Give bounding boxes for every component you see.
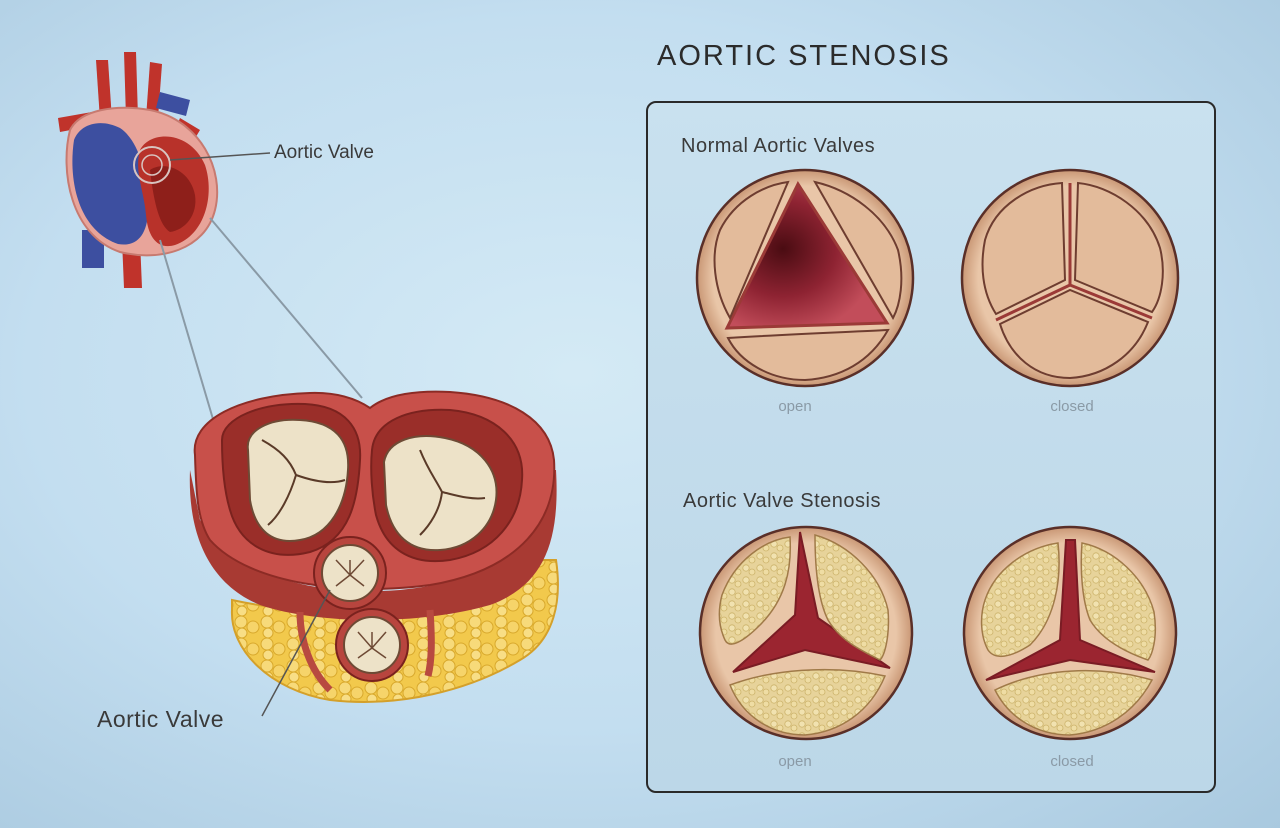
comparison-panel bbox=[646, 101, 1216, 793]
stenosis-heading: Aortic Valve Stenosis bbox=[683, 490, 881, 512]
heart-illustration bbox=[58, 52, 363, 437]
valve-section-illustration bbox=[189, 390, 559, 717]
section-aortic-valve-label: Aortic Valve bbox=[97, 706, 225, 732]
normal-valves-heading: Normal Aortic Valves bbox=[681, 135, 876, 157]
normal-closed-caption: closed bbox=[1050, 398, 1094, 415]
stenosis-open-caption: open bbox=[778, 753, 812, 770]
page-title: AORTIC STENOSIS bbox=[657, 40, 951, 72]
normal-open-caption: open bbox=[778, 398, 812, 415]
heart-aortic-valve-label: Aortic Valve bbox=[274, 142, 374, 163]
stenosis-closed-caption: closed bbox=[1050, 753, 1094, 770]
